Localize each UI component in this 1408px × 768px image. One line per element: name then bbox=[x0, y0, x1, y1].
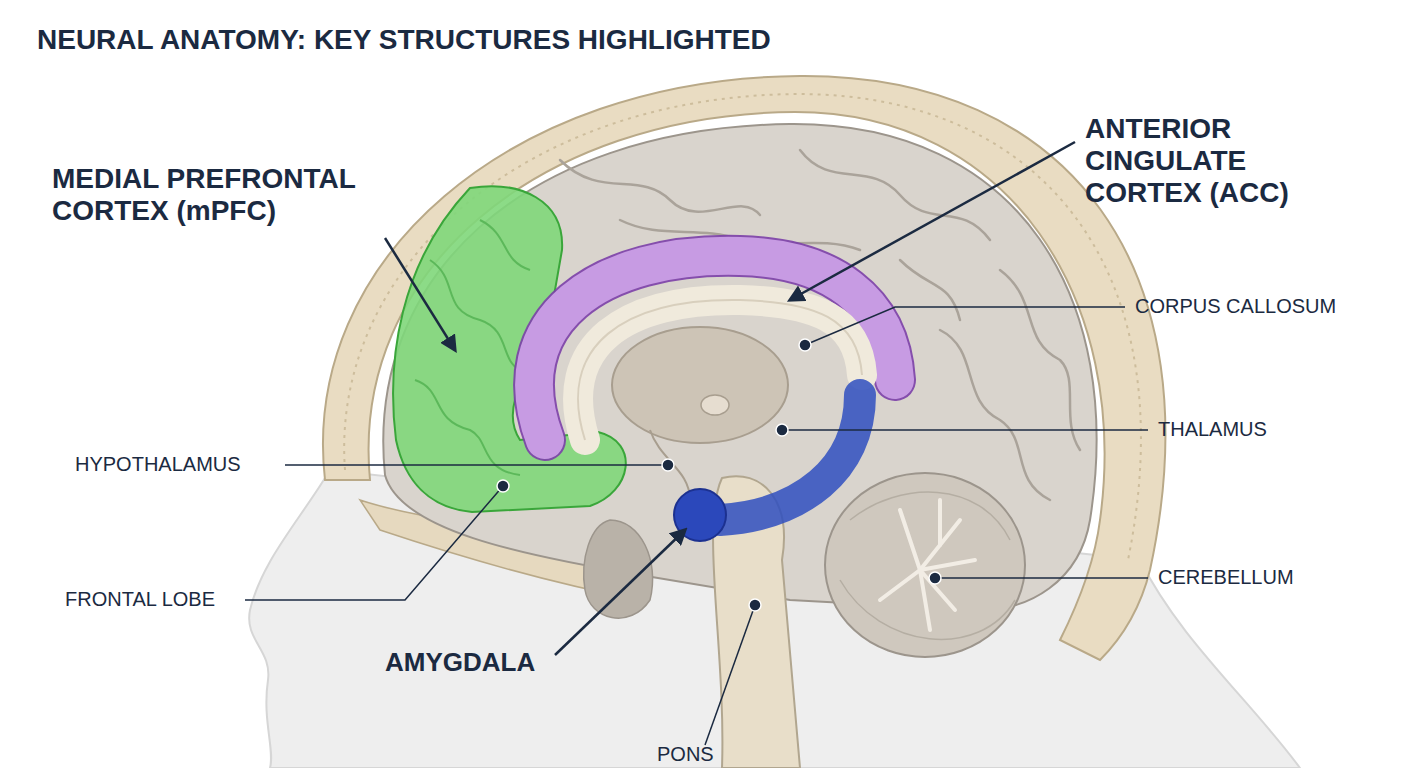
leader-dot bbox=[662, 459, 674, 471]
branch-line bbox=[880, 520, 960, 600]
gyrus-line bbox=[900, 260, 960, 320]
part-label: PONS bbox=[657, 743, 777, 766]
leader-line bbox=[805, 307, 1125, 345]
thalamus-shape bbox=[612, 327, 788, 443]
leader-dot bbox=[749, 599, 761, 611]
leader-dot bbox=[799, 339, 811, 351]
hippocampus-band bbox=[720, 395, 860, 520]
gyrus-line bbox=[415, 380, 520, 475]
leader-line bbox=[705, 605, 755, 745]
part-label: CORPUS CALLOSUM bbox=[1135, 295, 1385, 318]
temporal-pole bbox=[584, 520, 653, 618]
gyrus-line bbox=[1000, 270, 1080, 450]
folium-line bbox=[840, 580, 1015, 639]
leader-arrow bbox=[790, 142, 1075, 300]
gyri-folds bbox=[560, 150, 1080, 500]
branch-line bbox=[900, 510, 920, 570]
gyrus-line bbox=[800, 150, 990, 240]
part-label: FRONTAL LOBE bbox=[65, 588, 265, 611]
leader-arrow bbox=[555, 530, 685, 655]
arbor-vitae bbox=[880, 500, 975, 630]
diagram-title: NEURAL ANATOMY: KEY STRUCTURES HIGHLIGHT… bbox=[37, 24, 771, 56]
thalamus-nucleus bbox=[701, 395, 729, 415]
leader-dot bbox=[497, 480, 509, 492]
branch-line bbox=[920, 560, 975, 570]
leader-line bbox=[285, 464, 668, 466]
part-label: THALAMUS bbox=[1158, 418, 1358, 441]
cerebellum-folia bbox=[840, 492, 1015, 639]
part-label: HYPOTHALAMUS bbox=[75, 453, 285, 476]
mpfc-folds bbox=[415, 220, 530, 475]
leader-line bbox=[935, 577, 1148, 579]
gyrus-line bbox=[940, 330, 1050, 500]
structure-label: AMYGDALA bbox=[385, 648, 585, 678]
structure-label: ANTERIOR CINGULATE CORTEX (ACC) bbox=[1085, 113, 1325, 210]
folium-line bbox=[850, 492, 1010, 540]
gyrus-line bbox=[560, 160, 760, 215]
part-label: CEREBELLUM bbox=[1158, 566, 1358, 589]
structure-label: MEDIAL PREFRONTAL CORTEX (mPFC) bbox=[52, 163, 397, 227]
cerebellum-shape bbox=[825, 473, 1025, 657]
leader-arrow bbox=[385, 238, 455, 350]
branch-line bbox=[938, 500, 942, 545]
leader-line bbox=[782, 429, 1148, 431]
leader-dot bbox=[929, 572, 941, 584]
thin-leaders bbox=[245, 307, 1148, 745]
gyrus-line bbox=[480, 220, 530, 270]
leader-dot bbox=[776, 424, 788, 436]
gyrus-line bbox=[430, 260, 520, 370]
leader-dots bbox=[497, 339, 941, 611]
leader-line bbox=[245, 486, 503, 600]
